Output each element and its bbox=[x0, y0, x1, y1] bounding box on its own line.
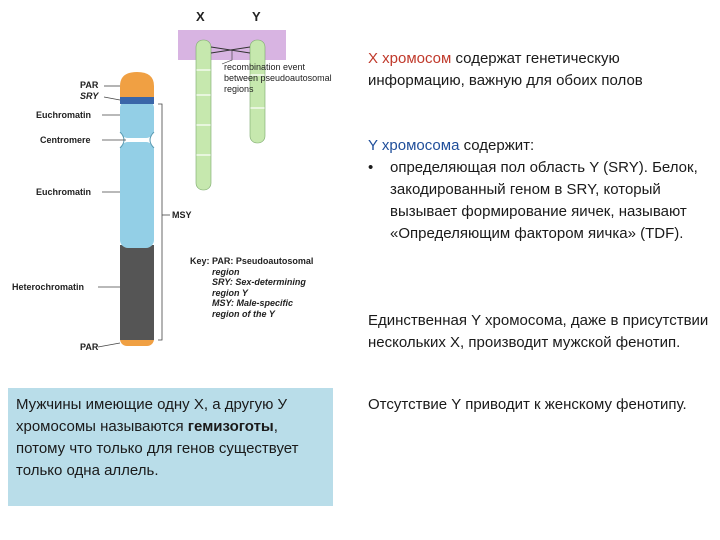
euchromatin-mid-label: Euchromatin bbox=[36, 187, 92, 197]
recombination-note: recombination event between pseudoautoso… bbox=[224, 62, 332, 94]
hemizygote-term: гемизоготы bbox=[187, 418, 274, 435]
paragraph-single-y: Единственная Y хромосома, даже в присутс… bbox=[368, 312, 709, 351]
recombination-cross bbox=[210, 46, 251, 54]
diagram-key: Key: PAR: Pseudoautosomal region SRY: Se… bbox=[190, 256, 314, 319]
paragraph-y-chromosome: Y хромосома содержит: • определяющая пол… bbox=[368, 135, 713, 245]
centromere-label: Centromere bbox=[40, 135, 91, 145]
bullet-text: определяющая пол область Y (SRY). Белок,… bbox=[390, 159, 698, 242]
sry-label: SRY bbox=[80, 91, 99, 101]
par-bottom-label: PAR bbox=[80, 342, 99, 352]
recombination-pointer bbox=[221, 50, 233, 65]
small-y-chromosome bbox=[249, 39, 266, 144]
paragraph-absence-y: Отсутствие Y приводит к женскому фенотип… bbox=[368, 396, 687, 413]
par-top-label: PAR bbox=[80, 80, 99, 90]
msy-label: MSY bbox=[172, 210, 192, 220]
small-x-chromosome bbox=[195, 39, 212, 191]
leader-lines bbox=[97, 85, 170, 348]
y-chromosome-term: Y хромосома bbox=[368, 137, 460, 154]
paragraph-x-chromosome: X хромосом содержат генетическую информа… bbox=[368, 50, 643, 89]
chromosome-diagram bbox=[97, 30, 286, 348]
x-chromosome-term: X хромосом bbox=[368, 50, 452, 67]
bullet-mark: • bbox=[368, 159, 374, 176]
sry-bullet: • определяющая пол область Y (SRY). Бело… bbox=[368, 157, 713, 245]
large-y-chromosome bbox=[119, 72, 155, 346]
y-chromosome-label: Y bbox=[252, 9, 261, 24]
x-chromosome-label: X bbox=[196, 9, 205, 24]
hemizygote-box: Мужчины имеющие одну Х, а другую У хромо… bbox=[8, 388, 333, 506]
heterochromatin-label: Heterochromatin bbox=[12, 282, 85, 292]
euchromatin-top-label: Euchromatin bbox=[36, 110, 92, 120]
